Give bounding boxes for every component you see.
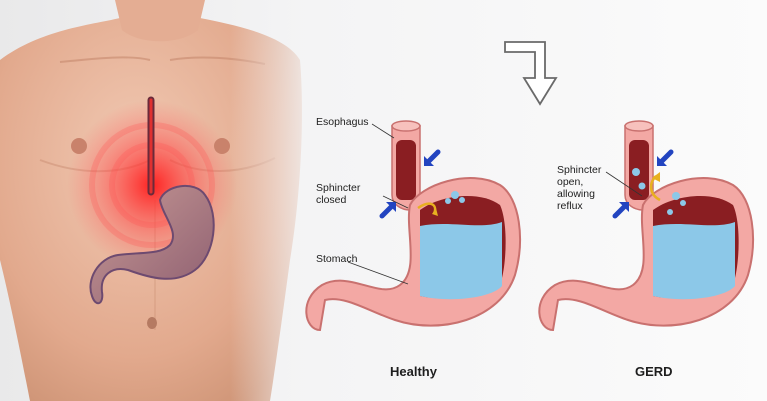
label-sphincter-closed: Sphincter closed [316,182,361,206]
healthy-stomach [305,120,521,332]
nipple-left [71,138,87,154]
gerd-stomach [538,120,754,332]
pressure-arrow-icon [379,202,396,219]
leader-esophagus [371,123,395,139]
label-stomach: Stomach [316,253,358,265]
navel [147,317,157,329]
caption-healthy: Healthy [390,364,437,379]
nipple-right [214,138,230,154]
pressure-arrow-icon [424,149,441,166]
pressure-arrow-icon [612,202,629,219]
caption-gerd: GERD [635,364,673,379]
stomach-in-body [89,96,215,305]
label-sphincter-open: Sphincter open, allowing reflux [557,164,602,212]
arrow-down-icon [504,41,558,106]
leader-sphincter-closed [382,195,409,209]
pressure-arrow-icon [657,149,674,166]
leader-stomach [347,261,409,285]
label-esophagus: Esophagus [316,116,369,128]
leader-sphincter-open [605,171,643,197]
